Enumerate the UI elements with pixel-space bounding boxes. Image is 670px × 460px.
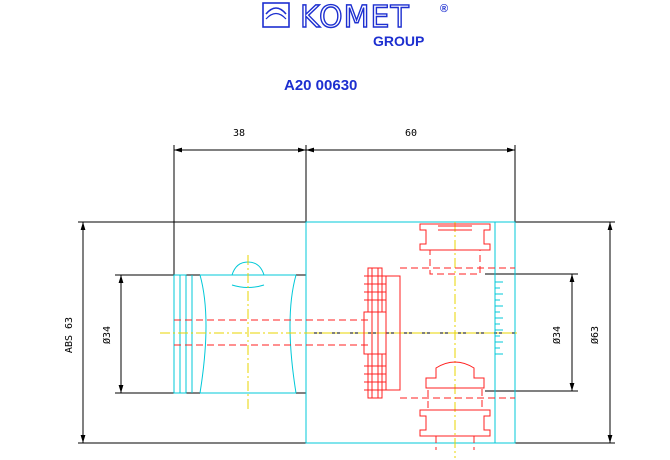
shank-outline xyxy=(173,221,516,444)
bottom-insert xyxy=(419,361,491,450)
dim-height-total: ABS 63 xyxy=(64,317,75,353)
centerlines xyxy=(160,222,520,458)
outline-geometry xyxy=(78,145,615,444)
komet-emblem-icon xyxy=(262,2,290,28)
scale-ticks xyxy=(495,281,503,355)
part-number: A20 00630 xyxy=(284,77,357,94)
dim-dia-right-inner: Ø34 xyxy=(551,326,563,344)
dimension-lines xyxy=(80,147,613,443)
dim-width-left: 38 xyxy=(233,128,245,139)
dim-dia-right-outer: Ø63 xyxy=(589,326,601,344)
komet-logo: KOMET ® GROUP xyxy=(262,0,448,49)
internal-geometry xyxy=(174,223,515,450)
brand-subline: GROUP xyxy=(373,33,424,49)
dim-width-right: 60 xyxy=(405,128,417,139)
dim-dia-left: Ø34 xyxy=(101,326,113,344)
top-insert xyxy=(419,223,491,275)
adjustment-screw xyxy=(363,267,401,399)
registered-mark: ® xyxy=(440,3,448,15)
brand-name: KOMET xyxy=(300,0,410,35)
